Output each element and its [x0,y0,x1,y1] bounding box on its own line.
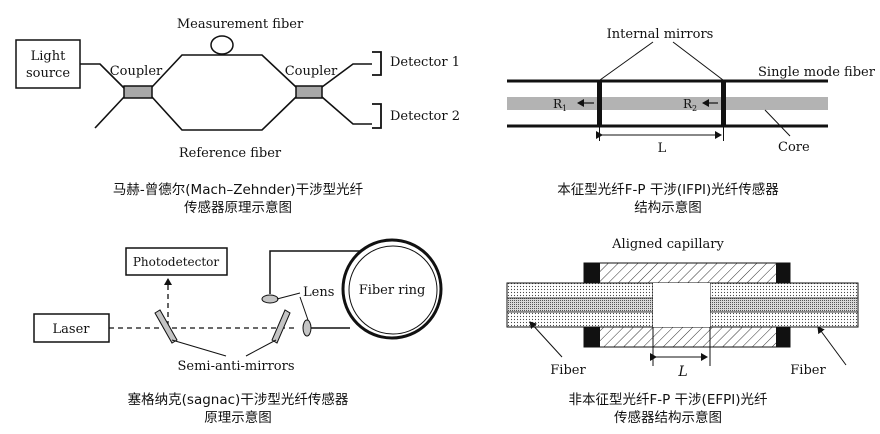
fiber-left-label: Fiber [550,363,586,378]
coupler-left [123,85,153,99]
fiber-left-core [506,297,654,313]
fiber-right-label: Fiber [790,363,826,378]
mirror-pointer-right [245,339,277,357]
semi-anti-mirrors-label: Semi-anti-mirrors [178,359,295,374]
fiber-ring-inner [348,245,438,335]
light-source-box [15,39,81,89]
fiber-ring [341,238,443,340]
mirror-pointer-right [672,41,724,81]
coupler-right-label: Coupler [285,64,338,79]
measurement-loop [210,35,234,55]
detector-2-label: Detector 2 [390,109,460,124]
photodetector-box [125,247,228,276]
fiber-right-core [709,297,859,313]
sagnac-caption-line2: 原理示意图 [204,410,272,426]
fiber-right-pointer [817,326,847,366]
internal-mirrors-label: Internal mirrors [607,27,714,42]
efpi-diagram: Aligned capillary L Fiber Fiber [506,237,859,380]
mach-zehnder-diagram: Light source Coupler Coupler Measurement… [15,17,460,161]
efpi-caption-line2: 传感器结构示意图 [614,410,722,426]
coupler-left-label: Coupler [110,64,163,79]
sagnac-caption: 塞格纳克(sagnac)干涉型光纤传感器 原理示意图 [48,391,428,427]
capillary-endcap-top-left [584,263,600,283]
r1-label: R1 [553,97,567,113]
capillary-top [583,262,791,284]
mach-zehnder-caption: 马赫-曾德尔(Mach–Zehnder)干涉型光纤 传感器原理示意图 [48,181,428,217]
capillary-endcap-bottom-left [584,327,600,347]
reference-fiber-label: Reference fiber [179,146,282,161]
mirror-pointer-left [599,41,654,81]
lens-pointer-1 [276,292,301,300]
efpi-caption: 非本征型光纤F-P 干涉(EFPI)光纤 传感器结构示意图 [478,391,858,427]
light-source-label-line1: Light [31,49,66,64]
mirror-pointer-left [171,339,227,357]
capillary-endcap-top-right [776,263,790,283]
cavity-length-label: L [677,364,687,380]
measurement-fiber-label: Measurement fiber [177,17,304,32]
mach-zehnder-caption-line1: 马赫-曾德尔(Mach–Zehnder)干涉型光纤 [112,182,364,198]
lens-label: Lens [303,285,334,300]
single-mode-fiber-label: Single mode fiber [758,65,876,80]
mach-zehnder-caption-line2: 传感器原理示意图 [184,200,292,216]
laser-label: Laser [53,322,91,337]
detector-2-bracket [372,103,382,129]
sagnac-caption-line1: 塞格纳克(sagnac)干涉型光纤传感器 [127,392,349,408]
fiber-left-pointer [529,321,563,358]
ifpi-caption-line2: 结构示意图 [634,200,702,216]
fiber-to-ring-top [269,250,394,294]
fp-cavity-gap [653,283,710,327]
semi-anti-mirror-right [271,309,291,344]
ifpi-diagram: Internal mirrors Single mode fiber R1 R2… [507,27,876,156]
fiber-core [507,97,828,110]
fiber-ring-label: Fiber ring [359,283,426,298]
lens-right [302,319,312,337]
core-pointer [764,109,791,137]
capillary-endcap-bottom-right [776,327,790,347]
laser-box [33,313,110,343]
r2-label: R2 [683,97,697,113]
detector-1-bracket [372,51,382,76]
efpi-caption-line1: 非本征型光纤F-P 干涉(EFPI)光纤 [568,392,768,408]
length-label: L [658,141,667,156]
detector-1-label: Detector 1 [390,55,460,70]
aligned-capillary-label: Aligned capillary [611,237,724,252]
semi-anti-mirror-left [154,309,178,344]
lens-pointer-2 [299,296,309,321]
sagnac-diagram: Photodetector Laser Semi-anti-mirrors Le… [33,238,443,374]
coupler-right [295,85,323,99]
core-label: Core [778,140,810,155]
light-source-label-line2: source [26,66,70,81]
internal-mirror-right [721,81,726,126]
capillary-bottom [583,326,791,348]
ifpi-caption-line1: 本征型光纤F-P 干涉(IFPI)光纤传感器 [557,182,779,198]
fiber-lines [80,54,372,131]
ifpi-caption: 本征型光纤F-P 干涉(IFPI)光纤传感器 结构示意图 [478,181,858,217]
lens-top [261,294,279,304]
internal-mirror-left [597,81,602,126]
photodetector-label: Photodetector [133,255,220,269]
